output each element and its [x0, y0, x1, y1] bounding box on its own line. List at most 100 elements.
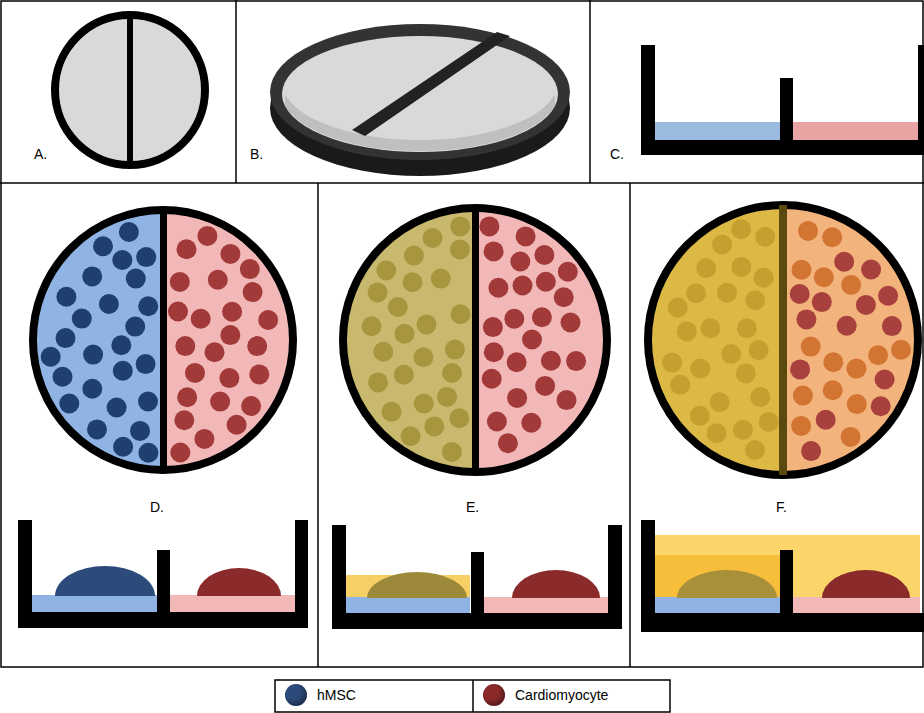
- cell-dot: [423, 228, 443, 248]
- panel-label: C.: [610, 146, 624, 162]
- cell-dot: [823, 380, 843, 400]
- cell-dot: [878, 286, 898, 306]
- cell-dot: [745, 440, 765, 460]
- cell-dot: [388, 297, 408, 317]
- cell-dot: [177, 239, 197, 259]
- panel-label: B.: [250, 146, 263, 162]
- cell-dot: [504, 309, 524, 329]
- cell-dot: [191, 309, 211, 329]
- cell-dot: [483, 317, 503, 337]
- cell-dot: [557, 390, 577, 410]
- cell-dot: [227, 415, 247, 435]
- cell-dot: [868, 345, 888, 365]
- cell-dot: [113, 437, 133, 457]
- cell-dot: [243, 282, 263, 302]
- cell-dot: [417, 314, 437, 334]
- cell-dot: [210, 392, 230, 412]
- cell-dot: [488, 278, 508, 298]
- cell-dot: [816, 410, 836, 430]
- cell-dot: [395, 324, 415, 344]
- cell-dot: [442, 363, 462, 383]
- cell-dot: [138, 296, 158, 316]
- cell-dot: [891, 340, 911, 360]
- cell-dot: [168, 302, 188, 322]
- cell-dot: [484, 342, 504, 362]
- cell-dot: [82, 379, 102, 399]
- cell-dot: [126, 269, 146, 289]
- cell-dot: [736, 363, 756, 383]
- cell-dot: [534, 245, 554, 265]
- cell-dot: [721, 344, 741, 364]
- cell-dot: [522, 330, 542, 350]
- cell-dot: [823, 352, 843, 372]
- cell-dot: [107, 398, 127, 418]
- cell-dot: [219, 368, 239, 388]
- cell-dot: [205, 342, 225, 362]
- cell-dot: [56, 328, 76, 348]
- cell-dot: [686, 283, 706, 303]
- legend-swatch: [483, 684, 505, 706]
- cell-dot: [431, 269, 451, 289]
- cell-dot: [185, 363, 205, 383]
- cell-dot: [111, 335, 131, 355]
- cell-dot: [696, 258, 716, 278]
- cell-dot: [247, 336, 267, 356]
- cell-dot: [138, 443, 158, 463]
- cell-dot: [170, 443, 190, 463]
- cell-dot: [812, 292, 832, 312]
- cell-dot: [414, 394, 434, 414]
- cell-dot: [801, 337, 821, 357]
- cell-dot: [177, 387, 197, 407]
- cell-dot: [521, 413, 541, 433]
- cell-dot: [240, 259, 260, 279]
- cell-dot: [208, 270, 228, 290]
- cell-dot: [790, 284, 810, 304]
- cell-dot: [450, 216, 470, 236]
- cell-dot: [814, 267, 834, 287]
- cell-dot: [690, 359, 710, 379]
- cell-dot: [87, 419, 107, 439]
- cell-dot: [437, 387, 457, 407]
- cell-dot: [507, 352, 527, 372]
- cell-dot: [801, 441, 821, 461]
- cell-dot: [754, 268, 774, 288]
- cell-dot: [442, 442, 462, 462]
- cell-dot: [403, 272, 423, 292]
- cell-dot: [731, 219, 751, 239]
- cell-dot: [561, 313, 581, 333]
- cell-dot: [450, 240, 470, 260]
- cell-dot: [376, 261, 396, 281]
- cell-dot: [82, 266, 102, 286]
- cell-dot: [662, 353, 682, 373]
- cell-dot: [712, 235, 732, 255]
- cell-dot: [871, 396, 891, 416]
- cell-dot: [368, 282, 388, 302]
- cell-dot: [394, 365, 414, 385]
- cell-dot: [197, 226, 217, 246]
- cell-dot: [362, 316, 382, 336]
- cell-dot: [404, 246, 424, 266]
- cell-dot: [834, 252, 854, 272]
- cell-dot: [138, 392, 158, 412]
- cell-dot: [791, 416, 811, 436]
- cell-dot: [516, 226, 536, 246]
- cell-dot: [677, 321, 697, 341]
- cell-dot: [487, 412, 507, 432]
- cell-dot: [368, 372, 388, 392]
- cell-dot: [882, 316, 902, 336]
- cell-dot: [796, 309, 816, 329]
- cell-dot: [507, 388, 527, 408]
- cell-dot: [449, 408, 469, 428]
- cell-dot: [484, 241, 504, 261]
- cell-dot: [566, 351, 586, 371]
- cell-dot: [875, 370, 895, 390]
- panel-label: F.: [776, 499, 787, 515]
- cell-dot: [72, 309, 92, 329]
- cell-dot: [113, 361, 133, 381]
- cell-dot: [510, 252, 530, 272]
- cell-dot: [700, 318, 720, 338]
- cell-dot: [755, 227, 775, 247]
- cell-dot: [130, 421, 150, 441]
- cell-dot: [479, 216, 499, 236]
